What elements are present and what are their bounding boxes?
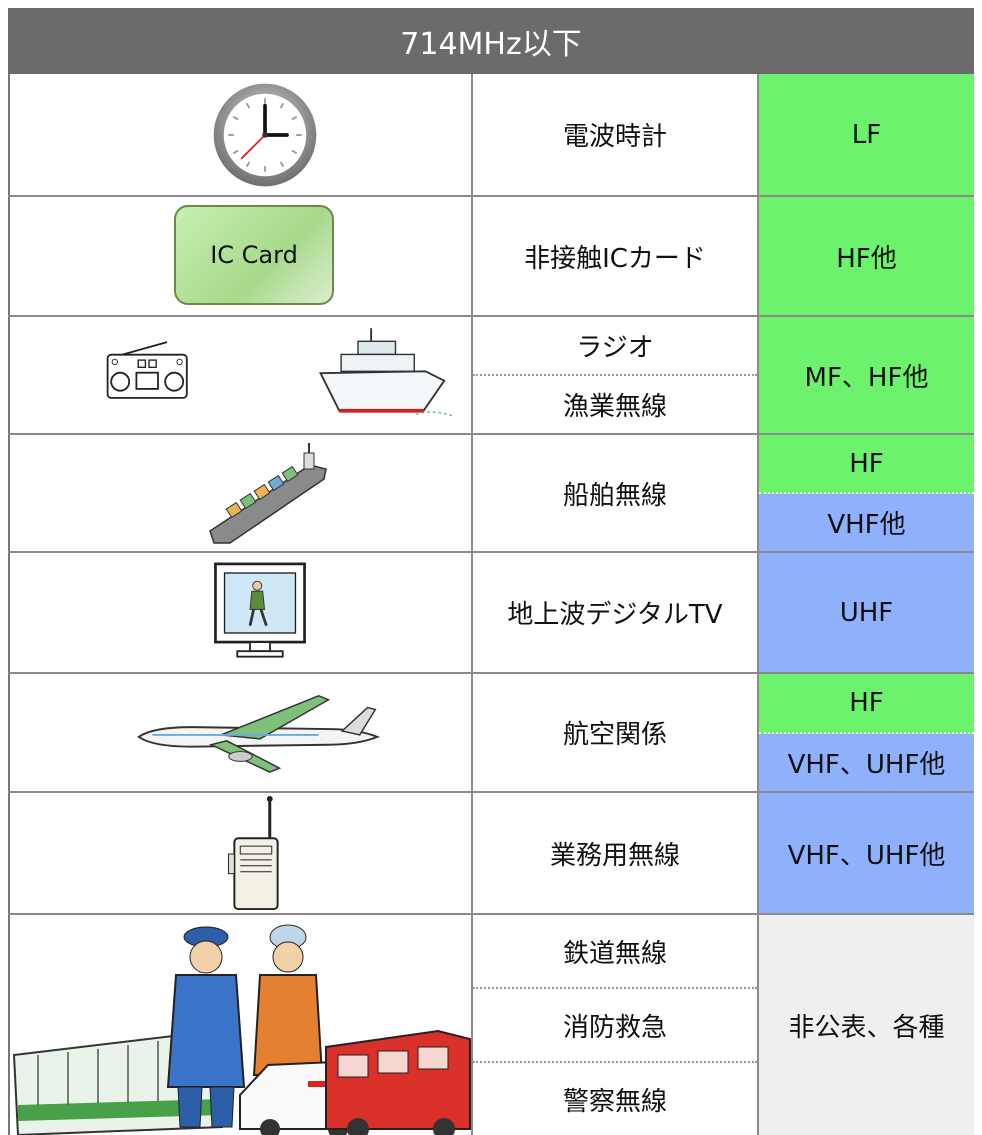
usage-cell: 業務用無線 (473, 793, 759, 913)
band-cell: VHF、UHF他 (759, 793, 974, 913)
band-label: LF (851, 119, 882, 150)
usage-label: 鉄道無線 (473, 915, 757, 989)
fishing-boat-icon (318, 328, 454, 417)
band-label: VHF、UHF他 (787, 840, 946, 871)
airplane-icon (137, 695, 380, 773)
usage-cell: ラジオ 漁業無線 (473, 317, 759, 433)
table-row: 業務用無線 VHF、UHF他 (8, 793, 974, 915)
band-cell: UHF (759, 553, 974, 672)
image-cell (8, 435, 473, 551)
usage-label: ラジオ (473, 317, 757, 376)
image-cell (8, 915, 473, 1135)
band-label: HF (759, 435, 974, 494)
usage-cell: 船舶無線 (473, 435, 759, 551)
usage-label: 地上波デジタルTV (507, 600, 723, 630)
usage-cell: 航空関係 (473, 674, 759, 791)
image-cell (8, 553, 473, 672)
table-row: 航空関係 HF VHF、UHF他 (8, 674, 974, 793)
table-row: IC Card 非接触ICカード HF他 (8, 197, 974, 317)
band-label: MF、HF他 (804, 362, 929, 393)
image-cell: IC Card (8, 197, 473, 315)
walkie-talkie-icon (227, 795, 279, 911)
table-row: 電波時計 LF (8, 74, 974, 197)
emergency-services-icon (12, 924, 471, 1135)
ic-card-icon: IC Card (174, 205, 334, 305)
table-row: 鉄道無線 消防救急 警察無線 非公表、各種 (8, 915, 974, 1135)
band-label: UHF (839, 597, 894, 628)
table-title: 714MHz以下 (8, 8, 974, 74)
image-cell (8, 674, 473, 791)
band-cell: 非公表、各種 (759, 915, 974, 1135)
band-cell: HF他 (759, 197, 974, 315)
usage-label: 船舶無線 (562, 480, 667, 511)
usage-cell: 電波時計 (473, 74, 759, 195)
band-cell: MF、HF他 (759, 317, 974, 433)
image-cell (8, 793, 473, 913)
cargo-ship-icon (209, 443, 327, 544)
usage-cell: 鉄道無線 消防救急 警察無線 (473, 915, 759, 1135)
image-cell (8, 74, 473, 195)
usage-cell: 非接触ICカード (473, 197, 759, 315)
table-row: 船舶無線 HF VHF他 (8, 435, 974, 553)
band-label: VHF、UHF他 (759, 733, 974, 791)
usage-label: 業務用無線 (549, 840, 680, 871)
usage-label: 消防救急 (473, 989, 757, 1063)
table-row: 地上波デジタルTV UHF (8, 553, 974, 674)
usage-cell: 地上波デジタルTV (473, 553, 759, 672)
usage-label: 航空関係 (562, 720, 667, 750)
band-cell: HF VHF他 (759, 435, 974, 551)
band-label: 非公表、各種 (788, 1012, 945, 1043)
band-cell: HF VHF、UHF他 (759, 674, 974, 791)
usage-label: 漁業無線 (562, 392, 667, 422)
radio-icon (106, 341, 188, 399)
usage-label: 非接触ICカード (524, 243, 706, 274)
band-label: HF他 (836, 243, 897, 274)
usage-label: 警察無線 (562, 1086, 667, 1117)
band-cell: LF (759, 74, 974, 195)
tv-icon (214, 562, 306, 658)
band-label: VHF他 (759, 494, 974, 551)
image-cell (8, 317, 473, 433)
usage-label: 電波時計 (562, 122, 667, 152)
ic-card-label: IC Card (210, 241, 298, 269)
table-row: ラジオ 漁業無線 MF、HF他 (8, 317, 974, 435)
radio-clock-icon (213, 83, 317, 187)
band-label: HF (759, 674, 974, 734)
